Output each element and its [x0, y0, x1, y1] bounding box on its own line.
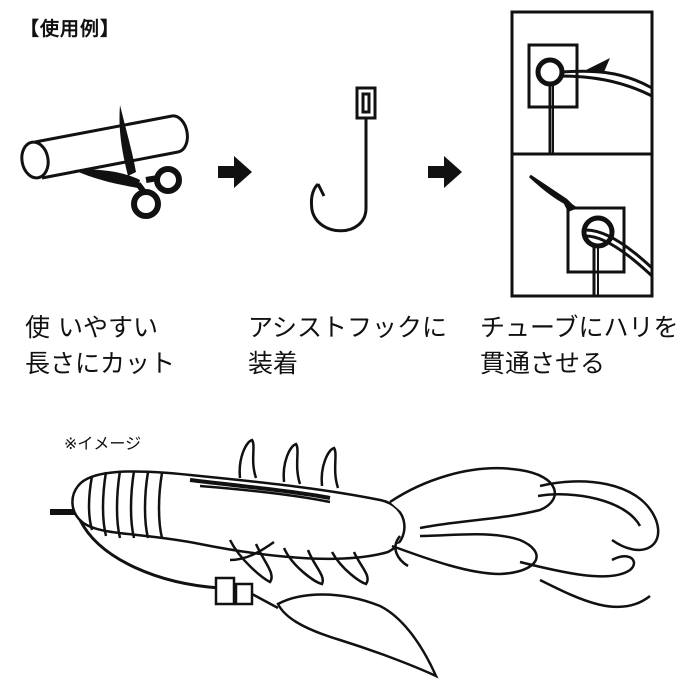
arrow-right-icon: [218, 156, 252, 188]
hook-pierce-panels: [510, 10, 654, 298]
step-3-line2: 貫通させる: [480, 349, 606, 378]
step-2-caption: アシストフックに 装着: [248, 310, 447, 382]
hook-icon: [310, 86, 377, 233]
lure-illustration: [50, 438, 660, 679]
section-title: 【使用例】: [20, 18, 121, 40]
step-1-caption: 使 いやすい 長さにカット: [25, 310, 175, 382]
tube-cut-illustration: [20, 105, 189, 219]
step-2-line2: 装着: [248, 349, 299, 378]
arrow-right-icon: [428, 156, 462, 188]
step-1-line2: 長さにカット: [25, 349, 176, 378]
image-note: ※イメージ: [64, 434, 142, 453]
step-1-line1: 使 いやすい: [25, 313, 158, 342]
step-3-line1: チューブにハリを: [480, 313, 679, 342]
scissors-icon: [74, 105, 182, 219]
step-3-caption: チューブにハリを 貫通させる: [480, 310, 679, 382]
step-2-line1: アシストフックに: [248, 313, 448, 342]
